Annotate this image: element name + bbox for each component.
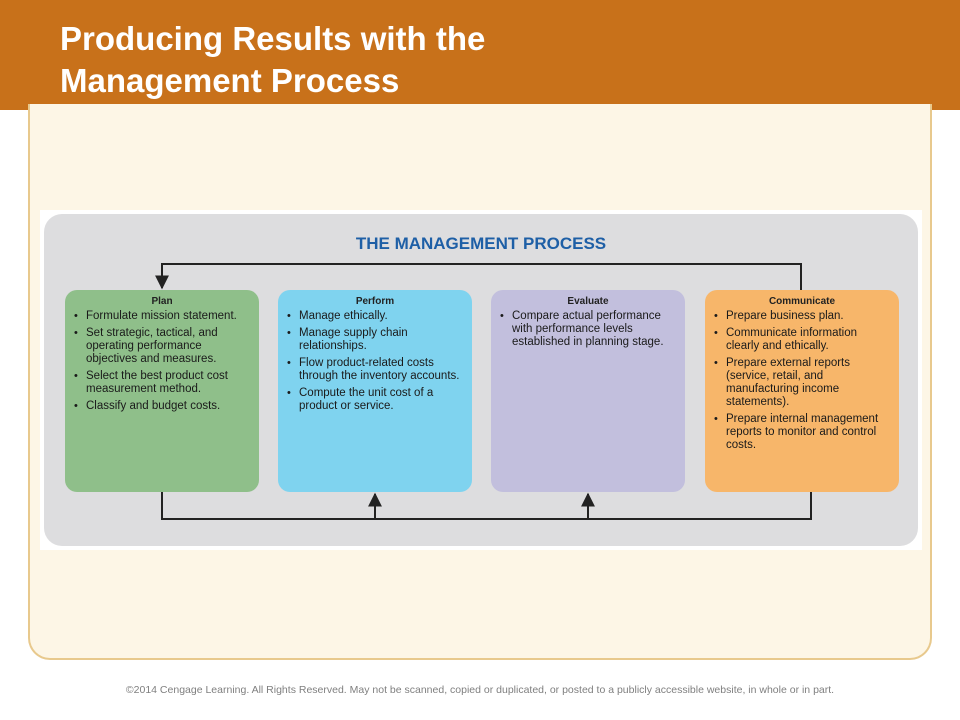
feedback-loop-arrow <box>155 263 802 290</box>
slide-title-line1: Producing Results with the <box>60 20 486 57</box>
communicate-title: Communicate <box>768 296 836 307</box>
communicate-item: Communicate information clearly and ethi… <box>714 327 891 353</box>
perform-title: Perform <box>355 296 395 307</box>
diagram-background: THE MANAGEMENT PROCESS Plan Formulate mi… <box>44 214 918 546</box>
management-process-figure: THE MANAGEMENT PROCESS Plan Formulate mi… <box>40 210 922 550</box>
slide-title: Producing Results with the Management Pr… <box>60 18 485 102</box>
plan-item: Set strategic, tactical, and operating p… <box>74 327 251 366</box>
perform-item: Manage supply chain relationships. <box>287 327 464 353</box>
plan-item: Select the best product cost measurement… <box>74 370 251 396</box>
perform-box: Perform Manage ethically. Manage supply … <box>278 290 472 492</box>
plan-list: Formulate mission statement. Set strateg… <box>73 310 251 413</box>
copyright-notice: ©2014 Cengage Learning. All Rights Reser… <box>125 684 835 696</box>
communicate-list: Prepare business plan. Communicate infor… <box>713 310 891 452</box>
title-bar: Producing Results with the Management Pr… <box>0 0 960 110</box>
plan-item: Formulate mission statement. <box>74 310 251 323</box>
evaluate-box: Evaluate Compare actual performance with… <box>491 290 685 492</box>
plan-box: Plan Formulate mission statement. Set st… <box>65 290 259 492</box>
communicate-item: Prepare internal management reports to m… <box>714 413 891 452</box>
communicate-item: Prepare external reports (service, retai… <box>714 357 891 409</box>
evaluate-list: Compare actual performance with performa… <box>499 310 677 349</box>
diagram-title: THE MANAGEMENT PROCESS <box>355 234 607 253</box>
communicate-item: Prepare business plan. <box>714 310 891 323</box>
perform-item: Flow product-related costs through the i… <box>287 357 464 383</box>
evaluate-title: Evaluate <box>567 296 609 307</box>
perform-item: Compute the unit cost of a product or se… <box>287 387 464 413</box>
perform-list: Manage ethically. Manage supply chain re… <box>286 310 464 413</box>
perform-item: Manage ethically. <box>287 310 464 323</box>
communicate-box: Communicate Prepare business plan. Commu… <box>705 290 899 492</box>
plan-item: Classify and budget costs. <box>74 400 251 413</box>
evaluate-item: Compare actual performance with performa… <box>500 310 677 349</box>
bottom-bus-line <box>161 492 812 520</box>
slide-title-line2: Management Process <box>60 62 400 99</box>
plan-title: Plan <box>151 296 173 307</box>
connector-lines <box>155 263 812 520</box>
